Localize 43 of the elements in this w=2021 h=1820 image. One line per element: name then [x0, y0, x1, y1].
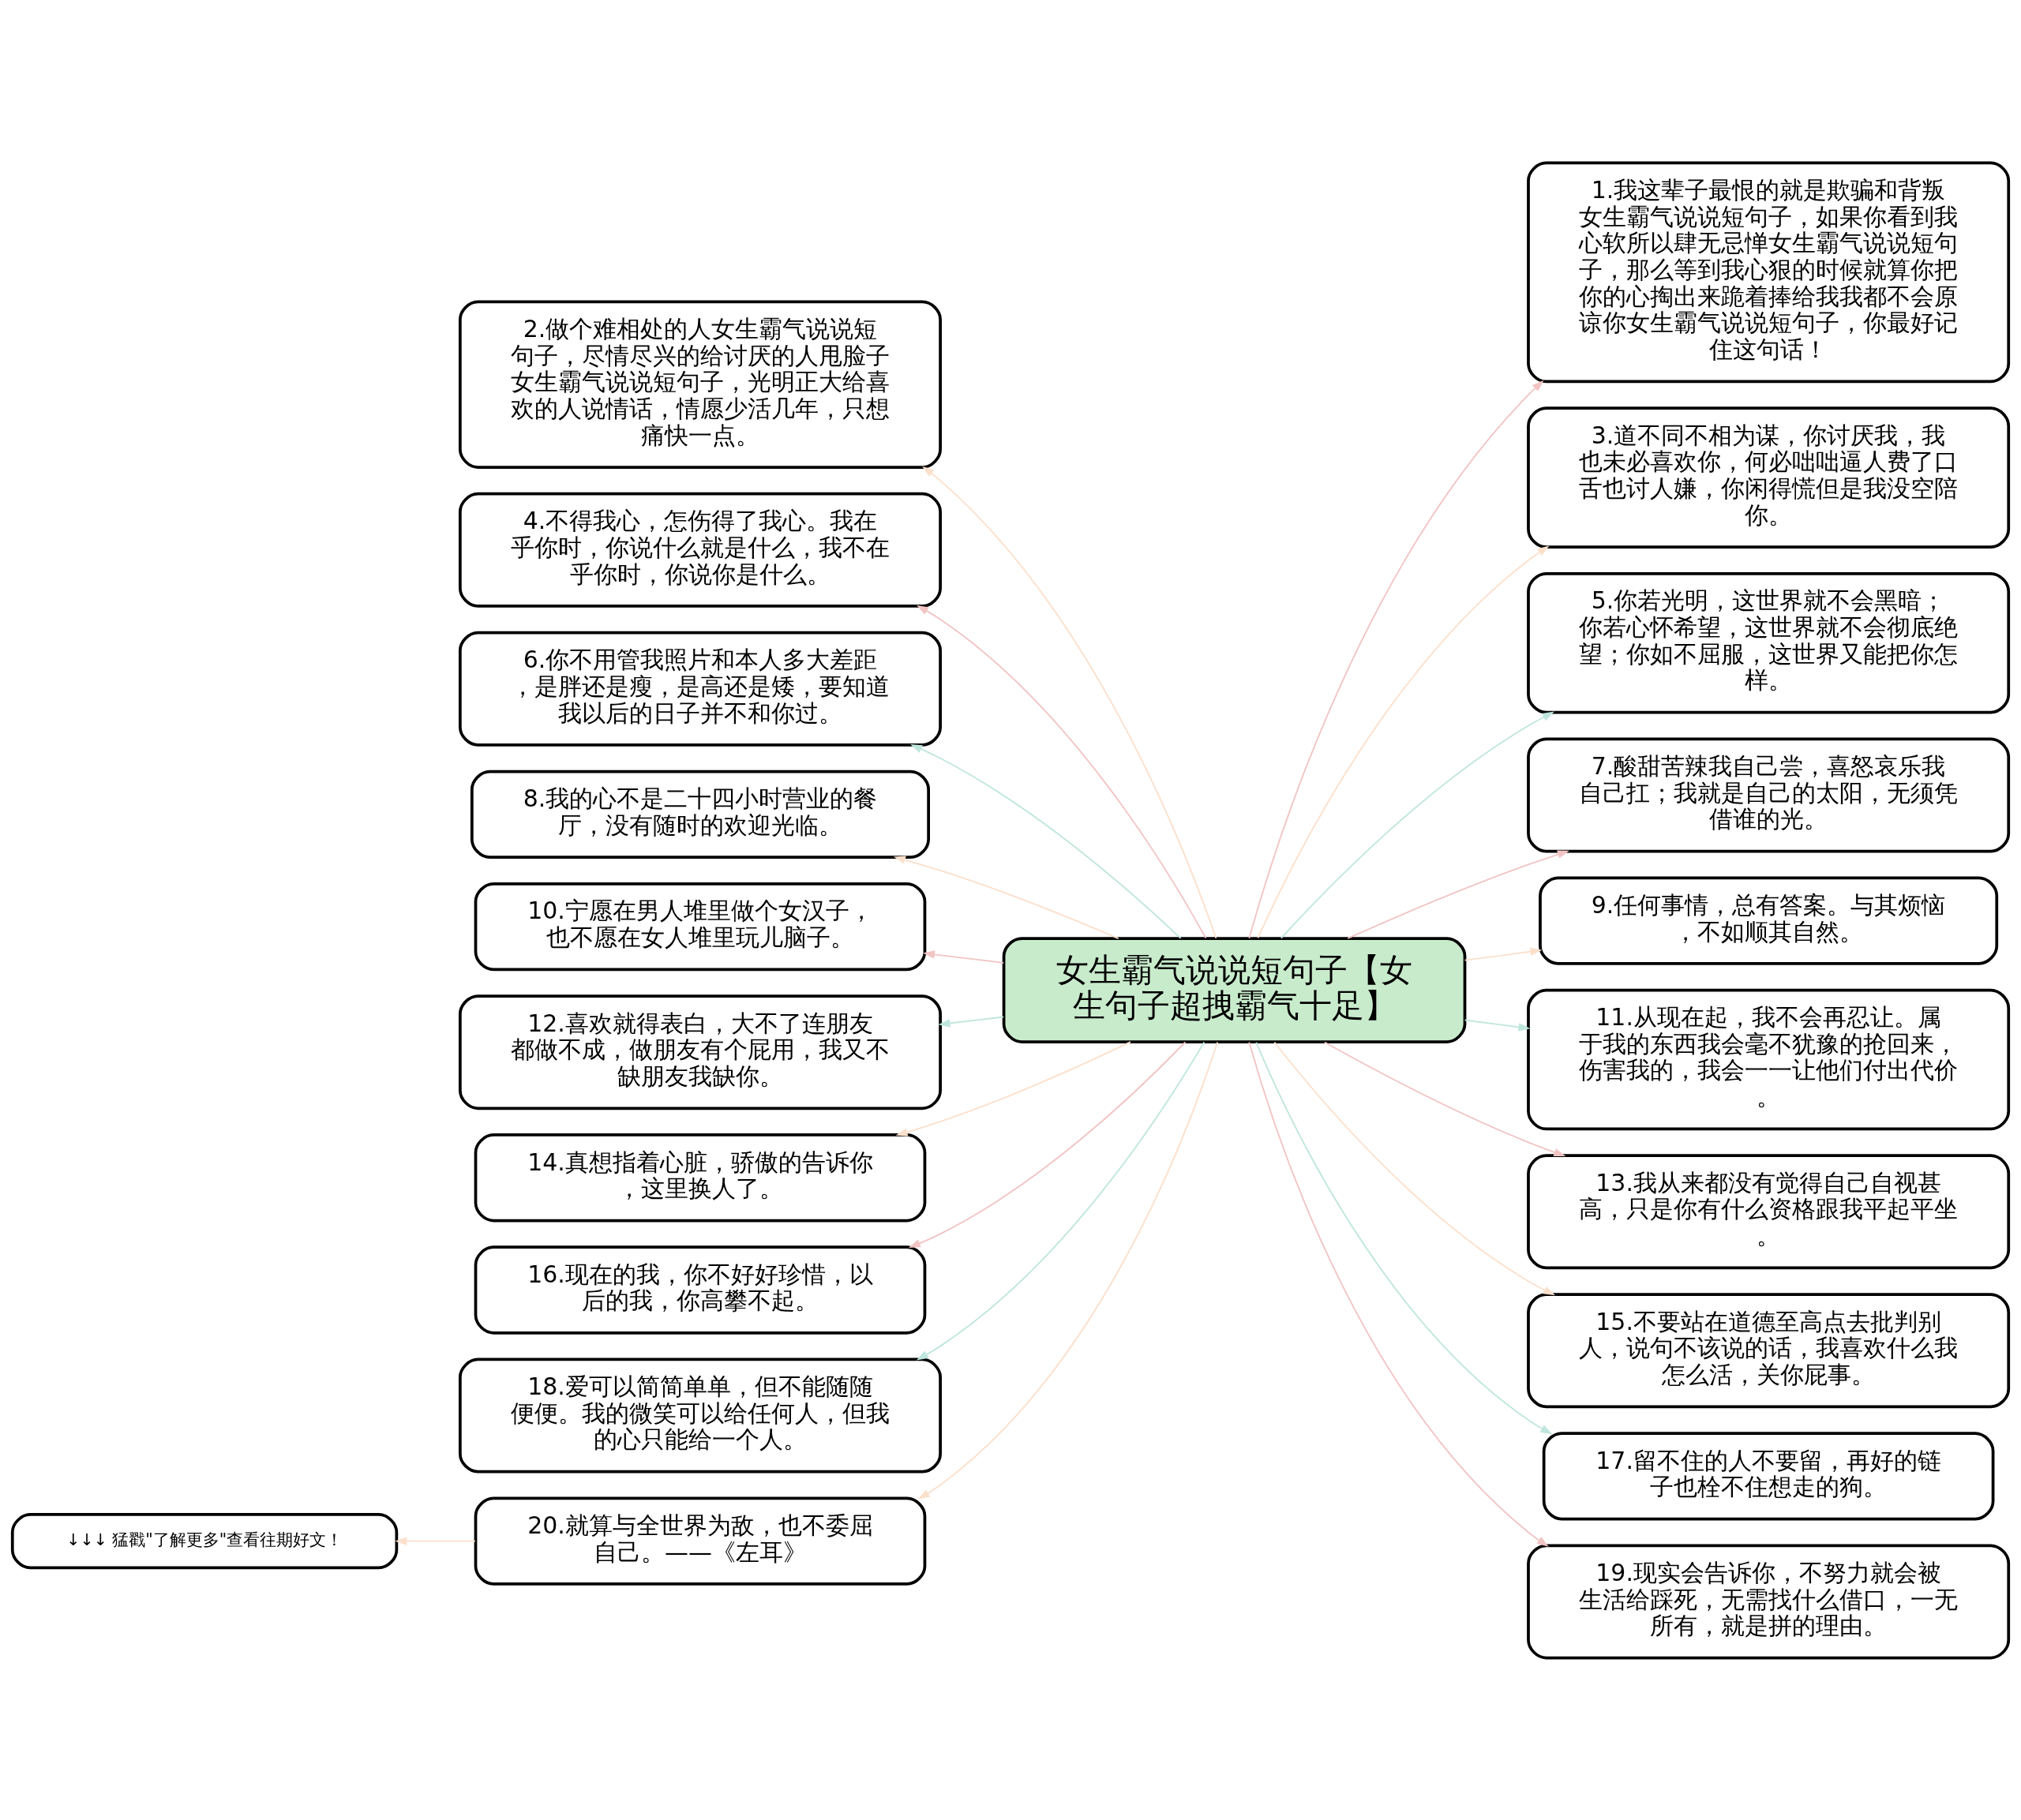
arrow [917, 605, 1207, 938]
arrow [1464, 1019, 1531, 1032]
arrow [1257, 545, 1550, 938]
arrow [908, 1041, 1187, 1248]
arrow [395, 1536, 476, 1545]
arrow [910, 743, 1182, 939]
arrow [1255, 1041, 1553, 1434]
node-box: 14.真想指着心脏，骄傲的告诉你，这里换人了。 [474, 1133, 927, 1222]
node-box: 9.任何事情，总有答案。与其烦恼，不如顺其自然。 [1539, 875, 1999, 965]
node-box: 12.喜欢就得表白，大不了连朋友都做不成，做朋友有个屁用，我又不缺朋友我缺你。 [458, 994, 942, 1110]
node-box: 女生霸气说说短句子【女生句子超拽霸气十足】 [1002, 936, 1467, 1043]
arrow [894, 856, 1119, 939]
arrow [1280, 711, 1554, 939]
node-box: 2.做个难相处的人女生霸气说说短句子，尽情尽兴的给讨厌的人甩脸子女生霸气说说短句子，光明正大给喜欢的人说情话，情愿少活几年，只想痛快一点。 [458, 300, 942, 469]
arrow [1248, 1041, 1549, 1547]
node-box: 10.宁愿在男人堆里做个女汉子，也不愿在女人堆里玩儿脑子。 [474, 882, 927, 971]
arrow [916, 1040, 1205, 1360]
node-box: 7.酸甜苦辣我自己尝，喜怒哀乐我自己扛；我就是自己的太阳，无须凭借谁的光。 [1527, 737, 2011, 852]
node-box: 1.我这辈子最恨的就是欺骗和背叛女生霸气说说短句子，如果你看到我心软所以肆无忌惮女生霸气说说短句子，那么等到我心狠的时候就算你把你的心掏出来跪着捧给我我都不会原谅你女生霸气说说短句子，你最好记住这句话！ [1527, 161, 2011, 383]
arrow [938, 1016, 1004, 1028]
node-box: ↓↓↓ 猛戳"了解更多"查看往期好文！ [10, 1512, 399, 1569]
node-box: 20.就算与全世界为敌，也不委屈自己。——《左耳》 [474, 1496, 927, 1586]
node-box: 6.你不用管我照片和本人多大差距，是胖还是瘦，是高还是矮，要知道我以后的日子并不和你过。 [458, 631, 942, 747]
arrow [922, 466, 1217, 939]
node-box: 4.不得我心，怎伤得了我心。我在乎你时，你说什么就是什么，我不在乎你时，你说你是什么。 [458, 492, 942, 608]
node-box: 3.道不同不相为谋，你讨厌我，我也未必喜欢你，何必咄咄逼人费了口舌也讨人嫌，你闲得慌但是我没空陪你。 [1527, 406, 2011, 549]
arrow [1347, 850, 1569, 939]
node-box: 17.留不住的人不要留，再好的链子也栓不住想走的狗。 [1542, 1431, 1995, 1520]
arrow [1273, 1041, 1556, 1295]
arrow [922, 949, 1005, 964]
node-box: 18.爱可以简简单单，但不能随随便便。我的微笑可以给任何人，但我的心只能给一个人。 [458, 1358, 942, 1474]
arrow [917, 1041, 1219, 1500]
arrow [1323, 1041, 1566, 1156]
node-box: 5.你若光明，这世界就不会黑暗；你若心怀希望，这世界就不会彻底绝望；你如不屈服，这世界又能把你怎样。 [1527, 571, 2011, 714]
node-box: 13.我从来都没有觉得自己自视甚高，只是你有什么资格跟我平起平坐。 [1527, 1153, 2011, 1269]
node-box: 19.现实会告诉你，不努力就会被生活给踩死，无需找什么借口，一无所有，就是拼的理由。 [1527, 1543, 2011, 1659]
arrow [1248, 380, 1544, 939]
node-box: 16.现在的我，你不好好珍惜，以后的我，你高攀不起。 [474, 1245, 927, 1335]
arrow [1464, 947, 1543, 961]
node-box: 11.从现在起，我不会再忍让。属于我的东西我会毫不犹豫的抢回来，伤害我的，我会一一让他们付出代价。 [1527, 988, 2011, 1130]
arrow [895, 1040, 1131, 1136]
node-box: 8.我的心不是二十四小时营业的餐厅，没有随时的欢迎光临。 [470, 770, 930, 859]
node-box: 15.不要站在道德至高点去批判别人，说句不该说的话，我喜欢什么我怎么活，关你屁事。 [1527, 1292, 2011, 1408]
